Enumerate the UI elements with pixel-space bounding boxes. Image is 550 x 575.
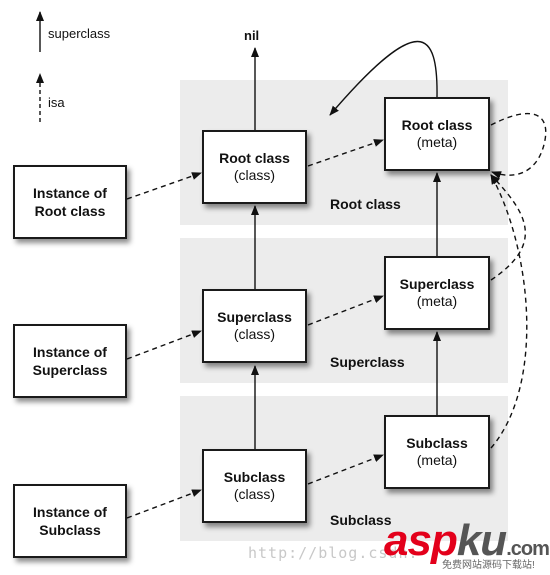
nil-label: nil [244,28,260,43]
box-subtitle: (meta) [416,452,458,468]
box-title: Root class [219,150,290,166]
instance-of-superclass-box: Instance of Superclass [13,324,127,398]
box-subtitle: (meta) [416,293,458,309]
watermark-url: http://blog.csdn. [248,544,419,562]
box-title: Subclass [223,469,286,485]
band-label-superclass: Superclass [330,354,405,370]
instance-line-1: Instance of [33,185,107,201]
band-label-subclass: Subclass [330,512,392,528]
superclass-meta-box: Superclass (meta) [384,256,490,330]
sub-meta-isa-arrow [490,174,528,449]
watermark-tagline: 免费网站源码下载站! [442,560,535,571]
box-subtitle: (class) [233,486,276,502]
root-meta-to-root-class-arrow [329,40,438,116]
band-label-root-class: Root class [330,196,401,212]
legend-superclass-label: superclass [48,26,111,41]
instance-line-2: Root class [34,203,106,219]
subclass-class-box: Subclass (class) [202,449,307,523]
superclass-class-box: Superclass (class) [202,289,307,363]
legend-isa-label: isa [48,95,65,110]
watermark-brand-b: ku [456,516,507,565]
instance-sub-isa-arrow [126,489,202,519]
box-title: Root class [401,117,473,133]
root-class-isa-arrow [307,139,384,167]
box-subtitle: (meta) [416,134,458,150]
watermark-logo: aspku.com [384,516,550,566]
box-subtitle: (class) [233,326,276,342]
instance-super-isa-arrow [126,330,202,360]
root-meta-self-isa-arrow [490,112,547,179]
instance-line-2: Superclass [32,362,108,378]
box-title: Subclass [406,435,468,451]
watermark-brand-c: .com [506,538,550,560]
instance-root-isa-arrow [126,172,202,200]
superclass-isa-arrow [307,295,384,326]
instance-line-1: Instance of [33,344,107,360]
instance-line-1: Instance of [33,504,107,520]
instance-of-root-class-box: Instance of Root class [13,165,127,239]
instance-of-subclass-box: Instance of Subclass [13,484,127,558]
box-title: Superclass [399,276,475,292]
box-title: Superclass [217,309,292,325]
watermark-brand-a: asp [384,516,458,565]
root-class-meta-box: Root class (meta) [384,97,490,171]
instance-line-2: Subclass [39,522,101,538]
box-subtitle: (class) [233,167,276,183]
subclass-meta-box: Subclass (meta) [384,415,490,489]
super-meta-isa-arrow [490,174,526,281]
root-class-class-box: Root class (class) [202,130,307,204]
subclass-isa-arrow [307,454,384,485]
